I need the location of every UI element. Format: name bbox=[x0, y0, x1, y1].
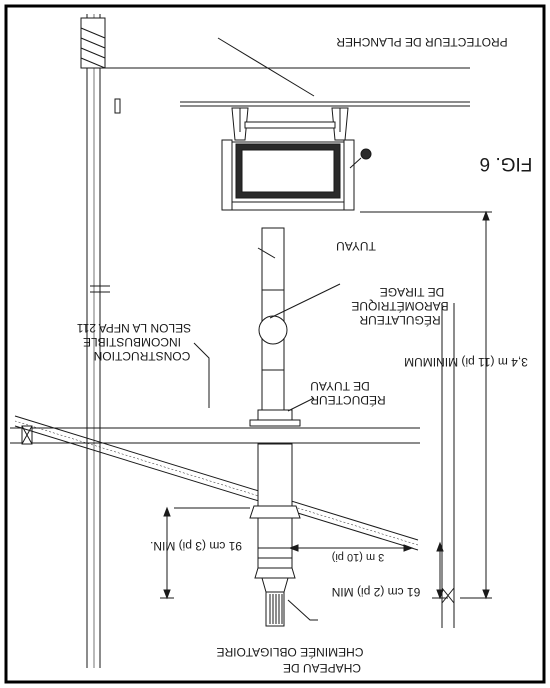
roof-slope bbox=[14, 415, 419, 551]
figure-label: FIG. 6 bbox=[480, 153, 533, 174]
dimension-lines bbox=[160, 210, 492, 600]
label-pipe: TUYAU bbox=[336, 239, 376, 253]
label-pipe-reducer: RÉDUCTEUR DE TUYAU bbox=[310, 379, 386, 408]
wall-framing bbox=[80, 14, 110, 668]
label-barometric-damper: RÉGULATEUR BAROMÉTRIQUE DE TIRAGE bbox=[351, 285, 448, 328]
damper-line-1: RÉGULATEUR bbox=[359, 313, 440, 328]
pipe-reducer bbox=[249, 409, 301, 427]
stove-pipe bbox=[258, 227, 288, 411]
noncomb-line-1: CONSTRUCTION bbox=[94, 349, 191, 363]
cap-line-2: CHEMINÉE OBLIGATOIRE bbox=[217, 645, 364, 660]
chimney-cap bbox=[249, 443, 301, 627]
noncomb-line-3: SELON LA NFPA 211 bbox=[77, 321, 192, 335]
noncomb-line-2: INCOMBUSTIBLE bbox=[83, 335, 181, 349]
stove-body bbox=[221, 107, 372, 211]
ceiling-line bbox=[10, 425, 420, 445]
damper-line-2: BAROMÉTRIQUE bbox=[351, 299, 448, 314]
label-roof-clearance: 61 cm (2 pi) MIN bbox=[332, 585, 421, 599]
damper-line-3: DE TIRAGE bbox=[380, 285, 444, 299]
label-floor-protector: PROTECTEUR DE PLANCHER bbox=[336, 35, 508, 49]
label-noncombustible: CONSTRUCTION INCOMBUSTIBLE SELON LA NFPA… bbox=[77, 321, 192, 363]
left-framing bbox=[441, 303, 455, 628]
reducer-line-2: DE TUYAU bbox=[310, 379, 370, 393]
label-horizontal-clearance: 3 m (10 pi) bbox=[332, 551, 385, 563]
floor-protector bbox=[100, 67, 470, 114]
label-min-height: 3,4 m (11 pi) MINIMUM bbox=[404, 355, 528, 369]
drawing-rotated bbox=[10, 14, 492, 668]
label-chimney-cap: CHAPEAU DE CHEMINÉE OBLIGATOIRE bbox=[217, 645, 364, 675]
reducer-line-1: RÉDUCTEUR bbox=[310, 393, 386, 408]
label-cap-clearance: 91 cm (3 pi) MIN. bbox=[150, 539, 242, 553]
cap-line-1: CHAPEAU DE bbox=[283, 661, 361, 675]
leader-lines bbox=[193, 37, 341, 621]
figure-border bbox=[4, 4, 546, 684]
labels: PROTECTEUR DE PLANCHER FIG. 6 TUYAU RÉGU… bbox=[77, 35, 533, 675]
